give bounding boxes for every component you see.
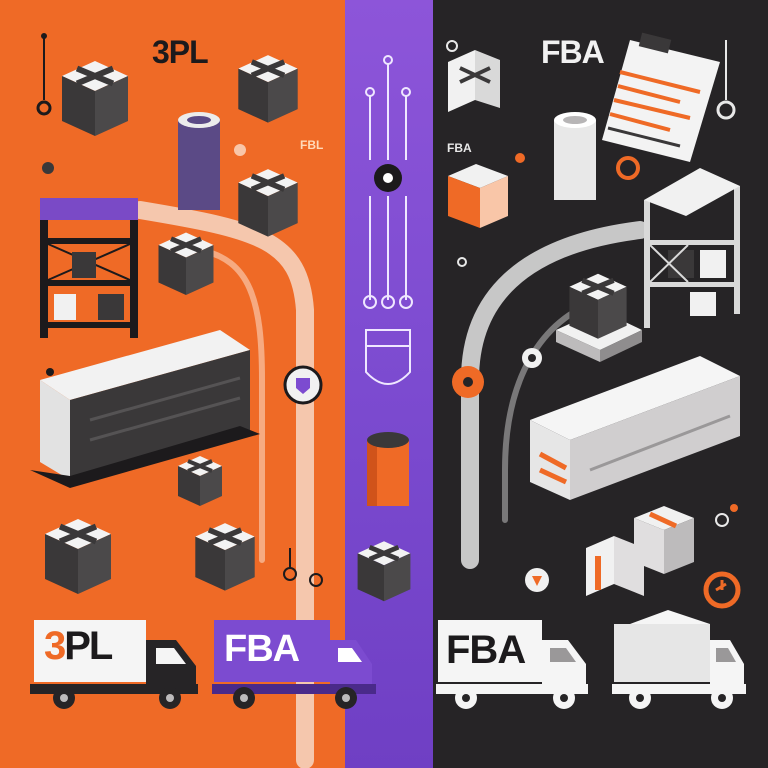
fbl-small-label: FBL (300, 138, 324, 152)
package-box-icon (358, 541, 411, 601)
3pl-truck-label-text: PL (64, 624, 113, 668)
package-box-icon (448, 50, 500, 112)
fba-title: FBA (541, 34, 605, 70)
cargo-container-icon (30, 330, 260, 488)
decorative-dots (36, 33, 323, 587)
fba-truck-label-white: FBA (446, 628, 526, 672)
3pl-truck-label: 3PL (44, 624, 113, 668)
3pl-title: 3PL (152, 34, 209, 70)
cylinder-container-icon (367, 432, 409, 506)
shield-icon (283, 365, 323, 405)
fba-truck-label-purple: FBA (224, 628, 300, 670)
cylinder-container-icon (554, 112, 596, 200)
fba-small-label: FBA (447, 141, 472, 155)
3pl-truck-label-number: 3 (44, 624, 66, 668)
package-box-icon (586, 506, 694, 596)
location-pin-icon (452, 348, 741, 609)
delivery-truck-icon (30, 620, 198, 709)
delivery-truck-icon (612, 610, 746, 709)
clipboard-document-icon (602, 32, 720, 162)
decorative-dots (446, 40, 738, 527)
pallet-icon (556, 274, 642, 362)
location-pin-icon (374, 164, 402, 192)
package-box-icon (448, 164, 508, 228)
cylinder-container-icon (178, 112, 220, 210)
warehouse-shelf-icon (644, 168, 740, 328)
delivery-truck-icon (212, 620, 376, 709)
delivery-truck-icon (436, 620, 588, 709)
cargo-container-icon (530, 356, 740, 500)
connector-diagram (363, 55, 413, 385)
warehouse-shelf-icon (40, 198, 138, 338)
